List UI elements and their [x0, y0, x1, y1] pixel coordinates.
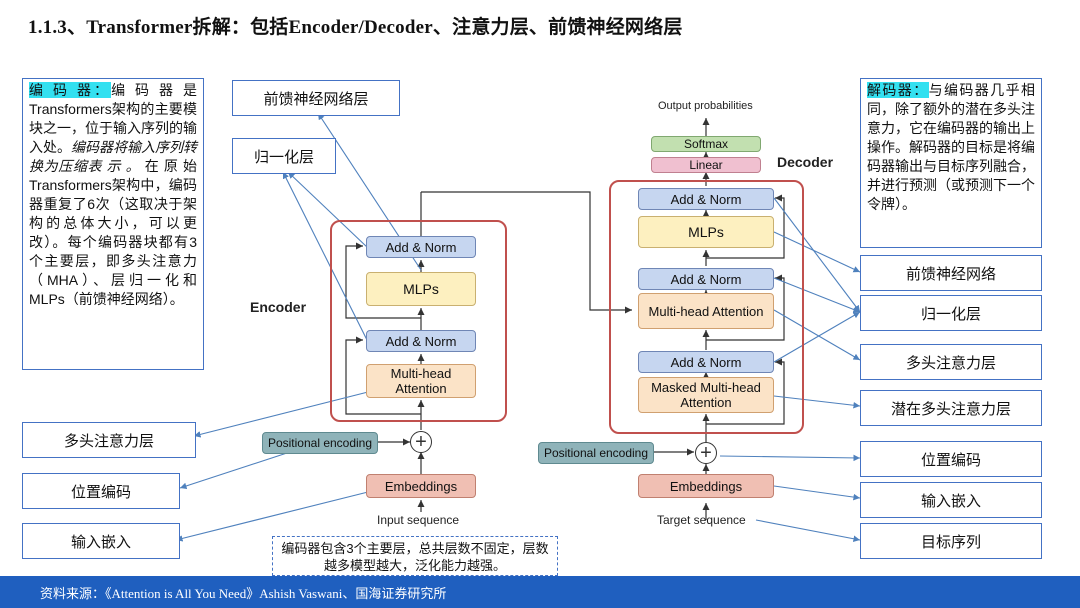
label-target-sequence: 目标序列	[860, 523, 1042, 559]
encoder-positional-encoding: Positional encoding	[262, 432, 378, 454]
encoder-add-icon: +	[410, 431, 432, 453]
encoder-mlps: MLPs	[366, 272, 476, 306]
decoder-multi-head-attention: Multi-head Attention	[638, 293, 774, 329]
footer-source: 资料来源：《Attention is All You Need》Ashish V…	[40, 585, 447, 601]
encoder-text-1: 编 码 器 是 Transformers架构的主要模块之一，位于输入序列的输入处…	[29, 82, 198, 155]
encoder-add-norm-top: Add & Norm	[366, 236, 476, 258]
decoder-mlps: MLPs	[638, 216, 774, 248]
decoder-masked-multi-head-attention: Masked Multi-head Attention	[638, 377, 774, 413]
decoder-callout: 解码器：与编码器几乎相同，除了额外的潜在多头注意力，它在编码器的输出上操作。解码…	[860, 78, 1042, 248]
label-latent-mha: 潜在多头注意力层	[860, 390, 1042, 426]
decoder-label: Decoder	[777, 154, 834, 170]
decoder-description: 解码器：与编码器几乎相同，除了额外的潜在多头注意力，它在编码器的输出上操作。解码…	[861, 79, 1041, 216]
decoder-add-norm-bottom: Add & Norm	[638, 351, 774, 373]
encoder-note: 编码器包含3个主要层，总共层数不固定，层数越多模型越大，泛化能力越强。	[272, 536, 558, 576]
encoder-label: Encoder	[250, 299, 307, 315]
label-norm: 归一化层	[860, 295, 1042, 331]
footer-bar: 资料来源：《Attention is All You Need》Ashish V…	[0, 576, 1080, 608]
decoder-frame	[609, 180, 804, 434]
decoder-add-icon: +	[695, 442, 717, 464]
encoder-multi-head-attention: Multi-head Attention	[366, 364, 476, 398]
encoder-input-sequence: Input sequence	[377, 513, 460, 527]
label-ffn-layer: 前馈神经网络层	[232, 80, 400, 116]
decoder-add-norm-middle: Add & Norm	[638, 268, 774, 290]
decoder-target-sequence: Target sequence	[657, 513, 746, 527]
decoder-softmax: Softmax	[651, 136, 761, 152]
label-mha: 多头注意力层	[860, 344, 1042, 380]
label-input-emb: 输入嵌入	[860, 482, 1042, 518]
label-input-embedding: 输入嵌入	[22, 523, 180, 559]
encoder-add-norm-bottom: Add & Norm	[366, 330, 476, 352]
page-title: 1.1.3、Transformer拆解：包括Encoder/Decoder、注意…	[28, 17, 683, 38]
encoder-description: 编 码 器：编 码 器 是 Transformers架构的主要模块之一，位于输入…	[23, 79, 203, 311]
label-mha-layer: 多头注意力层	[22, 422, 196, 458]
decoder-positional-encoding: Positional encoding	[538, 442, 654, 464]
decoder-add-norm-top: Add & Norm	[638, 188, 774, 210]
encoder-term: 编 码 器：	[29, 82, 112, 98]
decoder-output-probabilities: Output probabilities	[658, 100, 753, 112]
decoder-linear: Linear	[651, 157, 761, 173]
encoder-callout: 编 码 器：编 码 器 是 Transformers架构的主要模块之一，位于输入…	[22, 78, 204, 370]
label-pos-encoding: 位置编码	[860, 441, 1042, 477]
encoder-text-2: 在 原 始 Transformers架构中，编码器重复了6次（这取决于架构的总体…	[29, 158, 198, 307]
label-ffn: 前馈神经网络	[860, 255, 1042, 291]
encoder-emphasis: 编码器将输入序列转换为压缩表 示 。	[29, 139, 197, 174]
label-positional-encoding: 位置编码	[22, 473, 180, 509]
decoder-embeddings: Embeddings	[638, 474, 774, 498]
encoder-frame	[330, 220, 507, 422]
encoder-embeddings: Embeddings	[366, 474, 476, 498]
decoder-term: 解码器：	[867, 82, 929, 98]
decoder-text: 与编码器几乎相同，除了额外的潜在多头注意力，它在编码器的输出上操作。解码器的目标…	[867, 82, 1036, 212]
label-norm-layer: 归一化层	[232, 138, 336, 174]
